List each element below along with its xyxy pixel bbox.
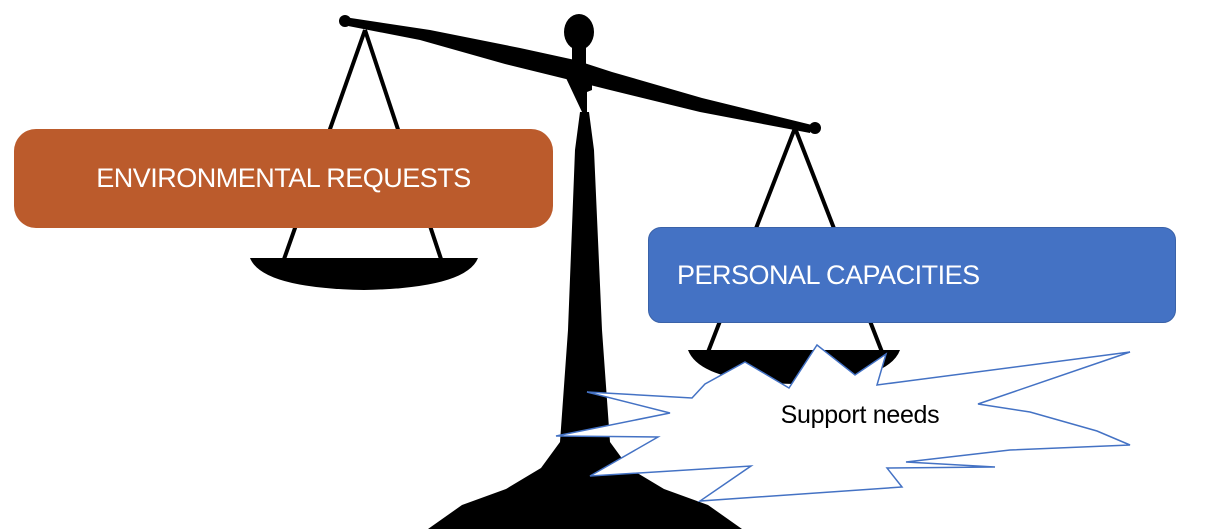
scale-knob bbox=[564, 14, 594, 50]
scale-beam bbox=[343, 17, 812, 133]
beam-end-right bbox=[809, 122, 821, 134]
personal-capacities-box: PERSONAL CAPACITIES bbox=[648, 227, 1176, 323]
scale-pillar bbox=[428, 78, 742, 529]
environmental-requests-label: ENVIRONMENTAL REQUESTS bbox=[96, 163, 471, 193]
support-needs-label: Support needs bbox=[780, 401, 940, 429]
beam-end-left bbox=[339, 15, 351, 27]
environmental-requests-box: ENVIRONMENTAL REQUESTS bbox=[14, 129, 553, 228]
support-needs-burst bbox=[555, 343, 1131, 502]
left-pan bbox=[250, 258, 478, 290]
personal-capacities-label: PERSONAL CAPACITIES bbox=[677, 259, 980, 290]
